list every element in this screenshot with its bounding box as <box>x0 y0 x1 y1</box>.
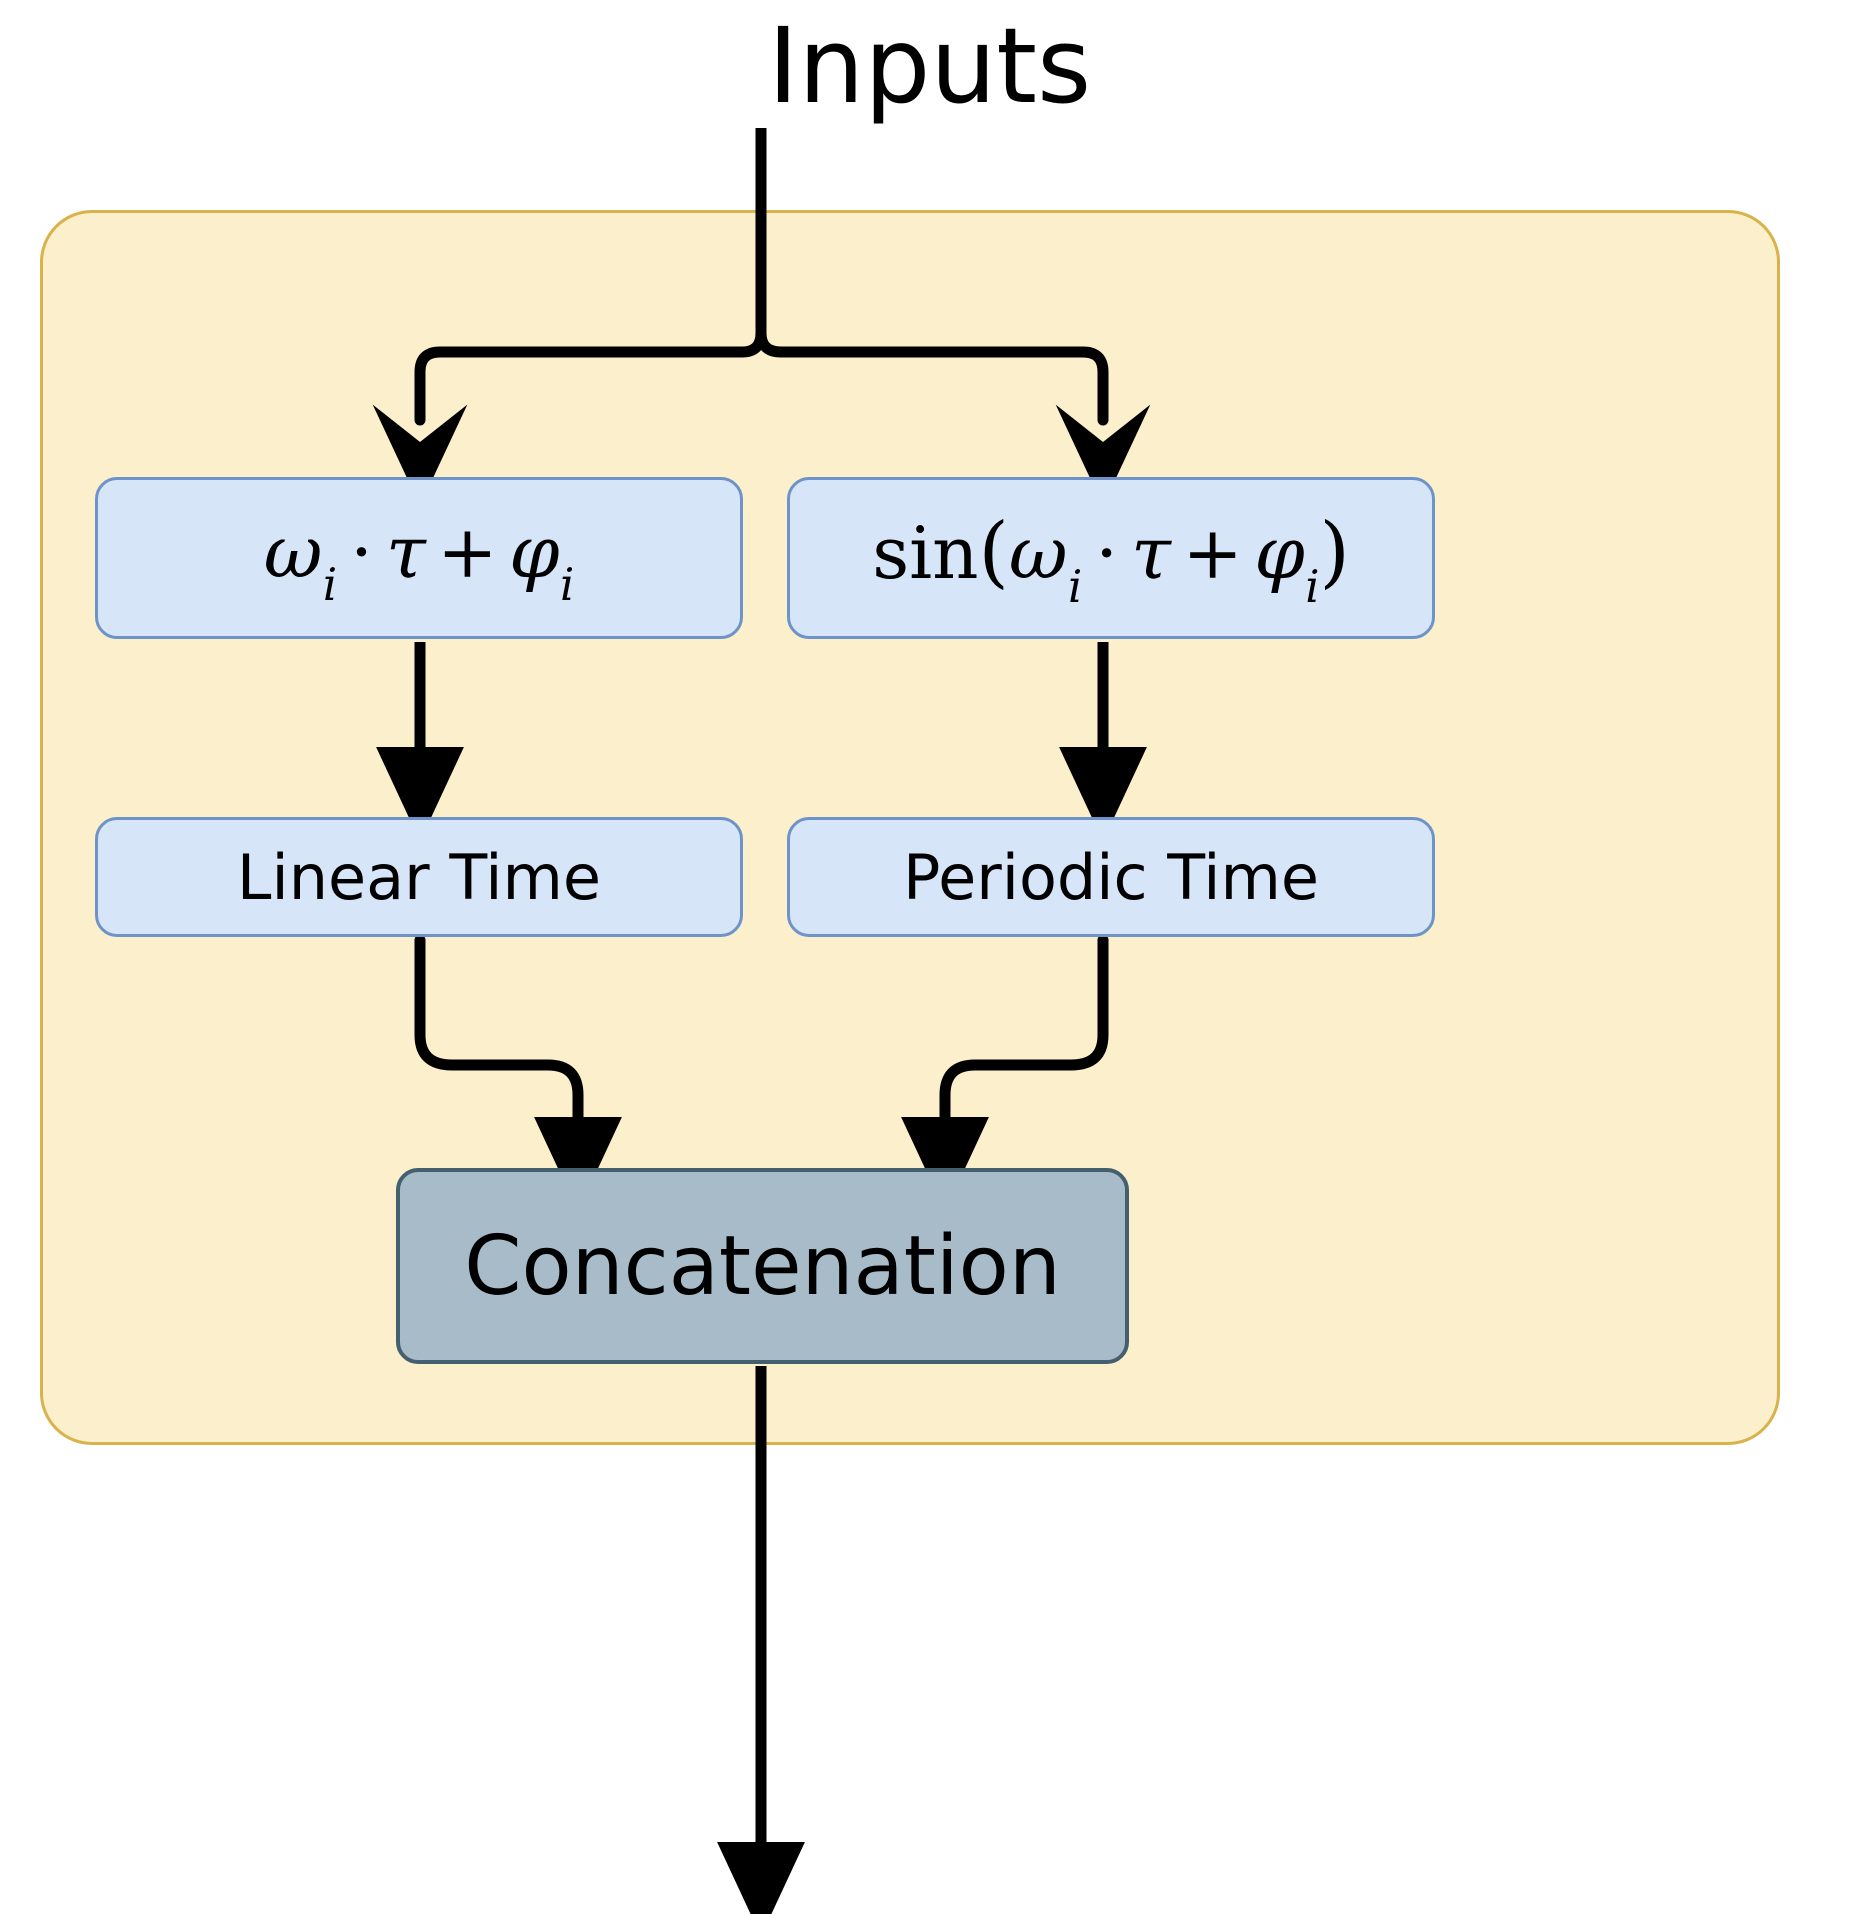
node-linear-formula[interactable]: ωi·τ+φi <box>95 477 743 639</box>
node-linear-time[interactable]: Linear Time <box>95 817 743 937</box>
omega-subscript: i <box>1068 560 1083 613</box>
tau-symbol: τ <box>385 509 426 594</box>
phi-symbol: φ <box>1254 511 1305 596</box>
omega-symbol: ω <box>1008 511 1068 596</box>
phi-symbol: φ <box>509 509 560 594</box>
node-periodic-time[interactable]: Periodic Time <box>787 817 1435 937</box>
page-title: Inputs <box>767 5 1092 127</box>
plus-operator: + <box>437 509 498 594</box>
open-paren: ( <box>978 507 1009 598</box>
phi-subscript: i <box>560 559 575 612</box>
periodic-formula-text: sin(ωi·τ+φi) <box>872 511 1350 610</box>
dot-operator: · <box>1095 511 1119 596</box>
node-periodic-formula[interactable]: sin(ωi·τ+φi) <box>787 477 1435 639</box>
sin-function: sin <box>872 511 979 596</box>
close-paren: ) <box>1319 507 1350 598</box>
plus-operator: + <box>1182 511 1243 596</box>
omega-symbol: ω <box>263 509 323 594</box>
dot-operator: · <box>350 509 373 594</box>
linear-formula-text: ωi·τ+φi <box>264 516 575 608</box>
omega-subscript: i <box>322 559 338 612</box>
phi-subscript: i <box>1305 560 1320 613</box>
node-concatenation[interactable]: Concatenation <box>396 1168 1129 1364</box>
tau-symbol: τ <box>1131 511 1171 596</box>
